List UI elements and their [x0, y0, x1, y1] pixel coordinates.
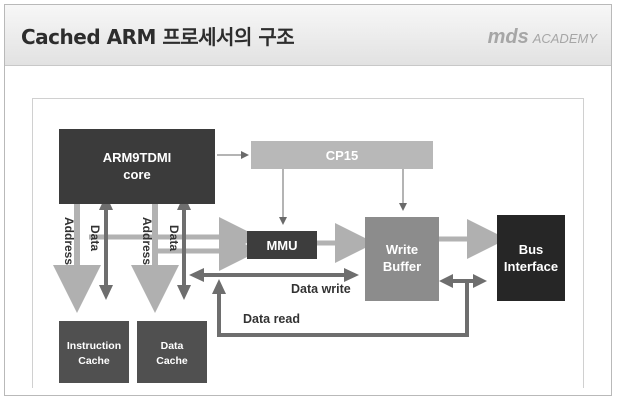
data-read-label: Data read	[243, 312, 300, 326]
icache-label-1: Instruction	[67, 340, 121, 352]
data-read-path	[217, 283, 469, 337]
diagram-panel: ARM9TDMI core CP15 MMU Write Buffer Bus …	[32, 98, 584, 388]
data-read-arrowhead	[212, 279, 226, 294]
brand-mds: mds	[487, 26, 529, 48]
instruction-cache-box	[59, 321, 129, 383]
architecture-diagram: ARM9TDMI core CP15 MMU Write Buffer Bus …	[53, 129, 565, 383]
address-label-dcache: Address	[140, 217, 154, 265]
icache-label-2: Cache	[78, 355, 110, 367]
data-cache-box	[137, 321, 207, 383]
mmu-label: MMU	[266, 238, 297, 253]
write-buffer-box	[365, 217, 439, 301]
slide-title: Cached ARM 프로세서의 구조	[21, 25, 295, 49]
data-label-icache: Data	[88, 225, 102, 251]
bus-interface-label-1: Bus	[519, 242, 544, 257]
bus-writebuffer-arrow	[439, 274, 487, 288]
brand-academy: ACADEMY	[532, 31, 597, 46]
write-buffer-label-2: Buffer	[383, 259, 421, 274]
address-label-icache: Address	[62, 217, 76, 265]
dcache-label-1: Data	[161, 340, 184, 352]
cp15-label: CP15	[326, 148, 359, 163]
data-label-dcache: Data	[167, 225, 181, 251]
bus-interface-label-2: Interface	[504, 259, 558, 274]
arm9tdmi-core-box	[59, 129, 215, 204]
data-write-arrow	[189, 268, 359, 282]
core-label-1: ARM9TDMI	[103, 150, 172, 165]
mmu-box	[247, 231, 317, 259]
bus-interface-box	[497, 215, 565, 301]
data-icache-arrow	[99, 195, 113, 300]
data-dcache-arrow	[177, 195, 191, 300]
core-label-2: core	[123, 167, 150, 182]
cp15-box	[251, 141, 433, 169]
data-write-label: Data write	[291, 282, 351, 296]
dcache-label-2: Cache	[156, 355, 188, 367]
write-buffer-label-1: Write	[386, 242, 418, 257]
